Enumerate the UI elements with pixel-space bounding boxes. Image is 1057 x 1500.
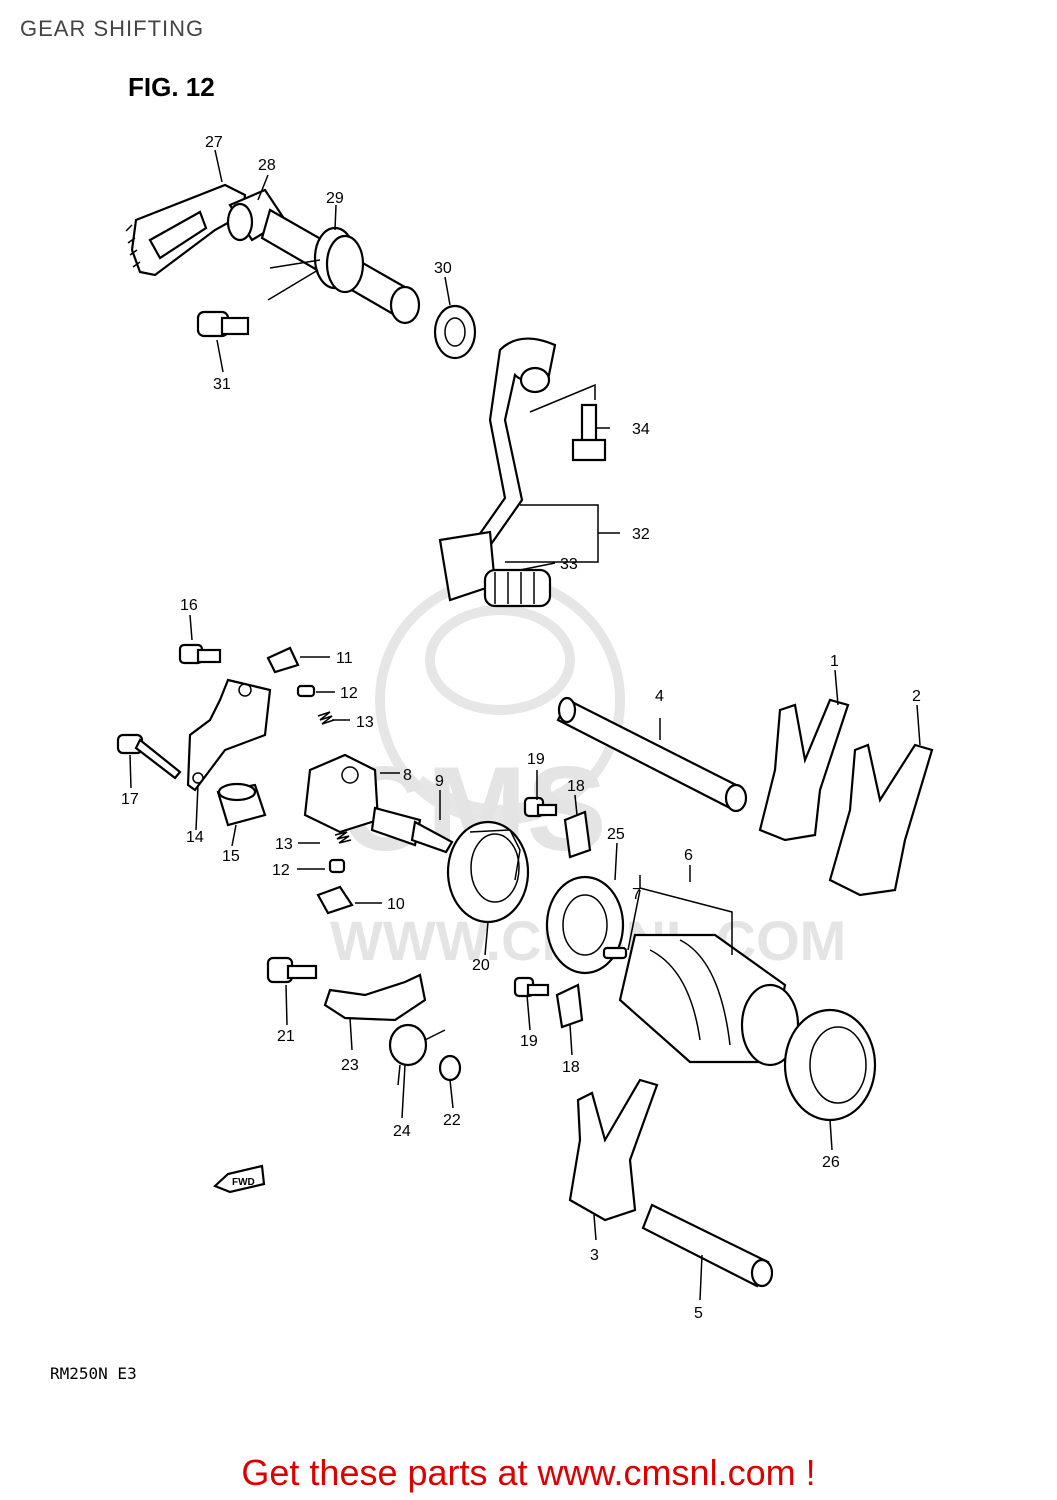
callout-7: 7 bbox=[632, 886, 641, 903]
callout-13a: 13 bbox=[356, 714, 374, 731]
part-16-bolt bbox=[178, 643, 222, 665]
part-24-spring bbox=[388, 1023, 446, 1086]
callout-10: 10 bbox=[387, 896, 405, 913]
promo-link[interactable]: Get these parts at www.cmsnl.com ! bbox=[241, 1452, 816, 1493]
part-6-cam-drum bbox=[618, 933, 800, 1067]
leader-lines bbox=[129, 149, 921, 1301]
page-title: GEAR SHIFTING bbox=[20, 16, 205, 41]
callout-28: 28 bbox=[258, 157, 276, 174]
callout-23: 23 bbox=[341, 1057, 359, 1074]
part-15-collar bbox=[216, 782, 267, 827]
part-12-pin bbox=[296, 684, 316, 698]
part-29-return-spring bbox=[260, 208, 421, 325]
callout-33: 33 bbox=[560, 556, 578, 573]
part-32-gearshift-lever bbox=[438, 337, 557, 608]
callout-18a: 18 bbox=[567, 778, 585, 795]
part-13-spring bbox=[317, 711, 335, 725]
callout-19b: 19 bbox=[520, 1033, 538, 1050]
part-31-bolt bbox=[196, 310, 250, 338]
callout-4: 4 bbox=[655, 688, 664, 705]
callout-34: 34 bbox=[632, 421, 650, 438]
callout-20: 20 bbox=[472, 957, 490, 974]
callout-32: 32 bbox=[632, 526, 650, 543]
callout-22: 22 bbox=[443, 1112, 461, 1129]
callout-1: 1 bbox=[830, 653, 839, 670]
callout-17: 17 bbox=[121, 791, 139, 808]
callout-16: 16 bbox=[180, 597, 198, 614]
callout-18b: 18 bbox=[562, 1059, 580, 1076]
callout-5: 5 bbox=[694, 1305, 703, 1322]
part-23-pawl-plate bbox=[323, 973, 427, 1022]
callout-27: 27 bbox=[205, 134, 223, 151]
callout-30: 30 bbox=[434, 260, 452, 277]
callout-14: 14 bbox=[186, 829, 204, 846]
callout-6: 6 bbox=[684, 847, 693, 864]
callout-29: 29 bbox=[326, 190, 344, 207]
part-34-bolt bbox=[571, 403, 607, 462]
callout-31: 31 bbox=[213, 376, 231, 393]
fwd-label: FWD bbox=[232, 1177, 255, 1188]
callout-15: 15 bbox=[222, 848, 240, 865]
callout-21: 21 bbox=[277, 1028, 295, 1045]
callout-8: 8 bbox=[403, 767, 412, 784]
part-2-shift-fork bbox=[828, 743, 934, 897]
part-20-cam-plate bbox=[446, 820, 530, 924]
callout-9: 9 bbox=[435, 773, 444, 790]
part-13-spring-lower bbox=[334, 831, 352, 844]
part-3-shift-fork bbox=[568, 1078, 659, 1222]
part-17-bolt bbox=[116, 733, 182, 780]
part-8-cam-gear bbox=[303, 753, 380, 834]
figure-label: FIG. 12 bbox=[128, 72, 215, 102]
part-7-pin bbox=[602, 946, 628, 960]
callout-13b: 13 bbox=[275, 836, 293, 853]
callout-24: 24 bbox=[393, 1123, 411, 1140]
part-19-bolt-lower bbox=[513, 976, 550, 998]
callout-19a: 19 bbox=[527, 751, 545, 768]
part-1-shift-fork bbox=[758, 698, 850, 842]
part-30-oil-seal bbox=[433, 304, 477, 360]
fwd-direction-tag: FWD bbox=[212, 1164, 266, 1194]
callout-numbers: 27 28 29 30 31 34 32 33 16 11 12 13 8 9 … bbox=[121, 134, 921, 1322]
callout-2: 2 bbox=[912, 688, 921, 705]
callout-26: 26 bbox=[822, 1154, 840, 1171]
callout-3: 3 bbox=[590, 1247, 599, 1264]
callout-25: 25 bbox=[607, 826, 625, 843]
callout-12b: 12 bbox=[272, 862, 290, 879]
part-5-fork-shaft bbox=[641, 1203, 774, 1288]
model-code: RM250N E3 bbox=[50, 1364, 137, 1383]
part-22-washer bbox=[438, 1054, 462, 1082]
part-19-bolt-upper bbox=[523, 796, 558, 818]
part-10-stopper bbox=[316, 885, 354, 915]
part-4-fork-shaft bbox=[556, 696, 748, 813]
part-18-plate-lower bbox=[555, 983, 584, 1029]
part-18-plate-upper bbox=[563, 810, 592, 859]
part-14-stopper-plate bbox=[186, 678, 272, 792]
part-27-shift-arm bbox=[125, 183, 247, 277]
part-26-bearing bbox=[783, 1008, 877, 1122]
part-11-stopper bbox=[266, 646, 300, 674]
callout-11: 11 bbox=[336, 650, 353, 667]
callout-12a: 12 bbox=[340, 685, 358, 702]
part-9-pin bbox=[370, 806, 454, 854]
part-21-bolt bbox=[266, 956, 318, 984]
part-12-pin-lower bbox=[328, 858, 346, 874]
